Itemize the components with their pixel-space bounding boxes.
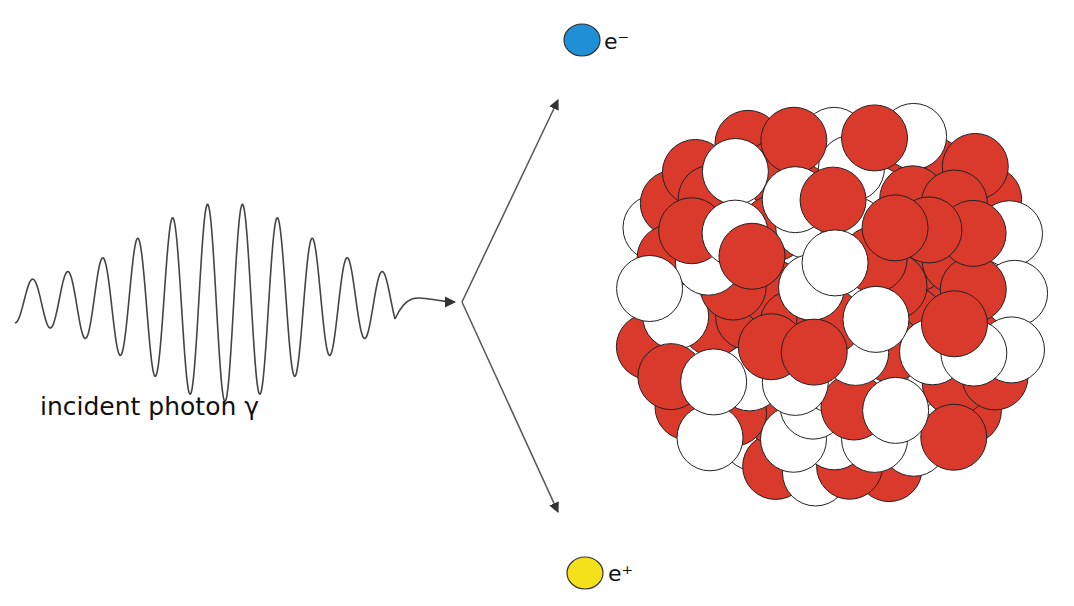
neutron-sphere <box>802 230 868 296</box>
neutron-sphere <box>617 255 683 321</box>
positron-label: e⁺ <box>608 562 633 586</box>
proton-sphere <box>862 195 928 261</box>
particle-arrows <box>462 100 558 512</box>
proton-sphere <box>921 291 987 357</box>
wave-path <box>15 204 395 401</box>
positron-arrow <box>462 302 558 512</box>
neutron-sphere <box>863 377 929 443</box>
nucleus <box>616 103 1047 506</box>
photon-wave <box>15 204 455 401</box>
electron-particle <box>564 24 600 56</box>
electron-label: e⁻ <box>604 30 629 54</box>
neutron-sphere <box>702 139 768 205</box>
electron-arrow <box>462 100 558 302</box>
proton-sphere <box>719 223 785 289</box>
proton-sphere <box>842 105 908 171</box>
photon-label: incident photon γ <box>40 393 259 421</box>
neutron-sphere <box>843 286 909 352</box>
proton-sphere <box>921 404 987 470</box>
neutron-sphere <box>681 349 747 415</box>
proton-sphere <box>781 319 847 385</box>
proton-sphere <box>800 167 866 233</box>
proton-sphere <box>761 107 827 173</box>
wave-arrow <box>395 298 455 319</box>
positron-particle <box>567 557 603 589</box>
